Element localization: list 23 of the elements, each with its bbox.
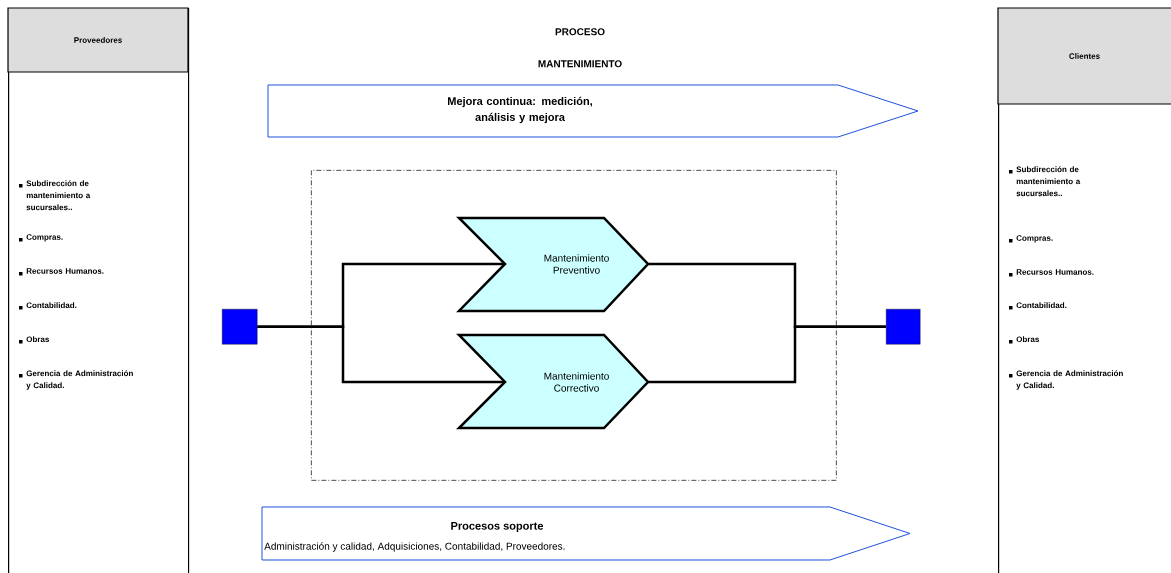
dash-dot-frame <box>311 170 837 481</box>
list-item: Subdirección de mantenimiento a sucursales.. <box>1009 166 1081 197</box>
connector-line <box>648 325 886 384</box>
band-text: Administración y calidad, Adquisiciones, Contabilidad, Proveedores. <box>264 542 565 552</box>
list-item: Contabilidad. <box>1009 302 1067 310</box>
list-item: Compras. <box>1009 235 1053 243</box>
terminal-square <box>222 309 258 345</box>
column-header: Proveedores <box>7 7 189 73</box>
list-item: Gerencia de Administración y Calidad. <box>19 370 133 390</box>
terminal-square <box>886 309 921 345</box>
list-item: Recursos Humanos. <box>1009 269 1094 277</box>
list-item: Recursos Humanos. <box>19 268 104 276</box>
connector-line <box>257 325 505 384</box>
title: PROCESO MANTENIMIENTO <box>538 28 622 68</box>
column-header: Clientes <box>997 7 1171 105</box>
list-item: Contabilidad. <box>19 302 77 310</box>
list-item: Gerencia de Administración y Calidad. <box>1009 370 1123 390</box>
list-item: Subdirección de mantenimiento a sucursales.. <box>19 180 91 211</box>
list-item: Obras <box>1009 336 1039 344</box>
list-item: Compras. <box>19 234 63 242</box>
list-item: Obras <box>19 336 49 344</box>
band-text: Mejora continua: medición, análisis y mejora <box>448 96 592 124</box>
band-heading: Procesos soporte <box>451 522 544 532</box>
